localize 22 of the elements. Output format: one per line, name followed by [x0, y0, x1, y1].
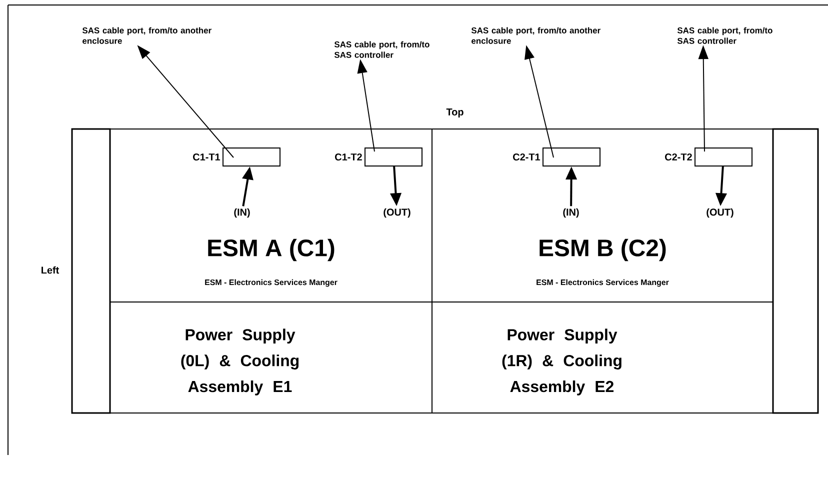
port-box: C2-T1 — [513, 148, 600, 166]
port-box: C1-T2 — [335, 148, 422, 166]
direction-label: (IN) — [234, 208, 250, 218]
node-label: C1-T2 — [335, 153, 362, 161]
direction-label: (OUT) — [706, 208, 734, 218]
callout-text: SAS cable port, from/to SAS controller — [334, 41, 430, 58]
direction-label: (IN) — [563, 208, 579, 218]
port-box: C2-T2 — [665, 148, 752, 166]
node-label: C1-T1 — [193, 153, 220, 161]
node-label: C2-T2 — [665, 153, 692, 161]
callout-text: SAS cable port, from/to another enclosure — [82, 27, 212, 44]
port-box: C1-T1 — [193, 148, 280, 166]
side-label: Left — [42, 266, 60, 274]
side-label: Top — [446, 108, 464, 118]
power-supply-panel: Power Supply (0L) & Cooling Assembly E1 — [110, 302, 432, 414]
node-label: C2-T1 — [513, 153, 540, 161]
callout-text: SAS cable port, from/to SAS controller — [677, 27, 772, 44]
side-rail — [772, 128, 819, 414]
direction-label: (OUT) — [384, 208, 410, 218]
power-supply-panel: Power Supply (1R) & Cooling Assembly E2 — [432, 302, 774, 414]
callout-text: SAS cable port, from/to another enclosure — [471, 27, 600, 44]
side-rail — [71, 128, 111, 414]
